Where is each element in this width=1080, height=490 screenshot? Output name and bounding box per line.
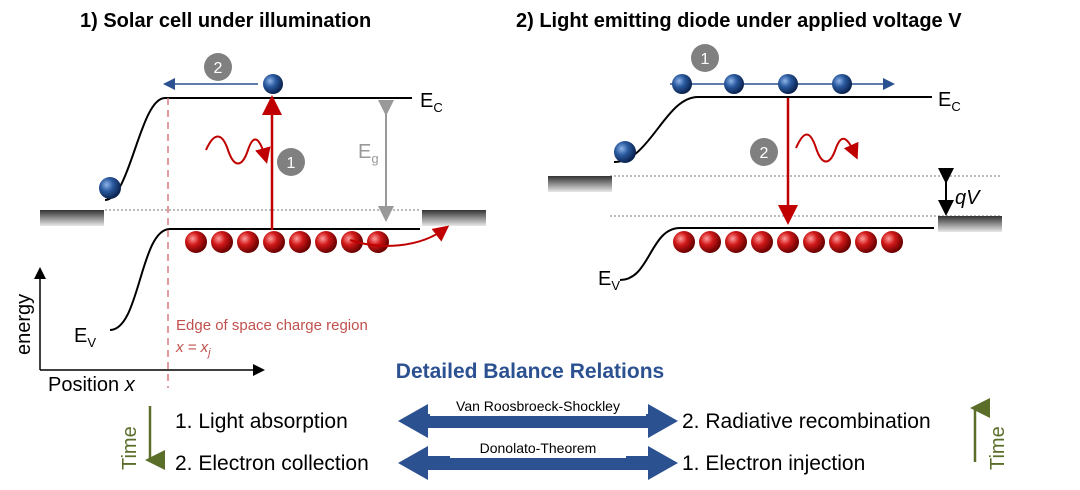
left-contact-right <box>422 210 486 226</box>
right-contact-left <box>548 176 612 192</box>
emitted-photon-icon <box>795 133 859 163</box>
hole-collection-arrow <box>349 225 450 247</box>
right-step2-badge <box>750 138 778 166</box>
donolato-double-arrow <box>398 446 678 480</box>
left-contact-left <box>40 210 104 226</box>
left-valence-band <box>109 228 420 331</box>
vrs-label: Van Roosbroeck-Shockley <box>456 398 620 414</box>
left-step2-text: 2 <box>214 60 223 77</box>
qv-label: qV <box>955 187 981 209</box>
position-axis-label: Position x <box>48 374 136 396</box>
left-item-2: 2. Electron collection <box>175 452 369 475</box>
detailed-balance-heading: Detailed Balance Relations <box>396 360 664 383</box>
right-item-1: 2. Radiative recombination <box>682 410 931 433</box>
detailed-balance-section: Detailed Balance Relations Time Time 1. … <box>119 360 1009 480</box>
eg-label: Eg <box>358 141 379 166</box>
left-item-1: 1. Light absorption <box>175 410 348 433</box>
left-step1-text: 1 <box>287 155 296 172</box>
left-step1-badge <box>277 148 305 176</box>
xj-label: x = xj <box>175 339 211 359</box>
right-panel-led: 2) Light emitting diode under applied vo… <box>516 10 1002 293</box>
vrs-double-arrow <box>398 404 678 438</box>
left-panel-title: 1) Solar cell under illumination <box>80 10 371 32</box>
right-panel-title: 2) Light emitting diode under applied vo… <box>516 10 962 32</box>
donolato-label-bg <box>450 438 626 458</box>
right-ev-label: EV <box>598 268 620 293</box>
right-holes <box>673 231 903 253</box>
vrs-label-bg <box>430 396 646 416</box>
electron-excited <box>263 74 283 94</box>
left-ev-label: EV <box>74 325 96 350</box>
time-label-right: Time <box>987 426 1009 470</box>
left-panel-solar-cell: 1) Solar cell under illumination EC EV E… <box>13 10 486 396</box>
left-ec-label: EC <box>420 90 443 115</box>
space-charge-edge-label: Edge of space charge region <box>176 317 368 334</box>
right-electrons <box>614 74 852 163</box>
right-item-2: 1. Electron injection <box>682 452 865 475</box>
right-ec-label: EC <box>938 89 961 114</box>
right-step1-badge <box>691 44 719 72</box>
energy-axis-label: energy <box>13 294 35 355</box>
right-contact-right <box>938 216 1002 232</box>
photon-icon <box>205 135 271 165</box>
donolato-label: Donolato-Theorem <box>480 440 597 456</box>
electron-contact <box>99 177 121 199</box>
left-holes <box>185 231 389 253</box>
right-valence-band <box>619 227 934 281</box>
right-step2-text: 2 <box>760 145 769 162</box>
right-step1-text: 1 <box>701 51 710 68</box>
left-step2-badge <box>204 53 232 81</box>
time-label-left: Time <box>119 426 141 470</box>
